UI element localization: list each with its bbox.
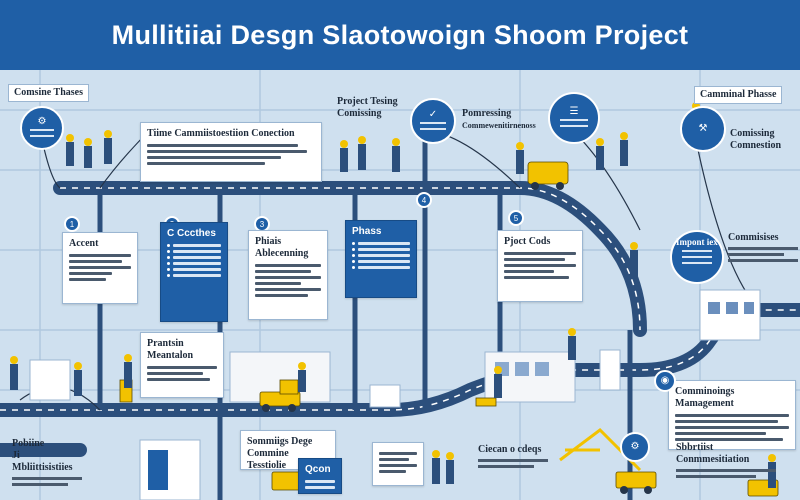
engineer-glyph: ⚒ (698, 123, 708, 134)
important-label: Impont iex (676, 236, 718, 249)
engineer-icon[interactable]: ⚒ (680, 106, 726, 152)
maintain-title: Meantalon (147, 350, 194, 361)
important-icon[interactable] (670, 230, 724, 284)
node-1[interactable]: 1 (64, 216, 80, 232)
commissing-label: Comissing (337, 108, 382, 119)
project-cons-card: Pjoct Cods (497, 230, 583, 302)
scheduled-card: Sommiigs Dege Commine Tesstiolie (240, 430, 336, 471)
clean-checks-block: Ciecan o cdeqs (478, 444, 548, 471)
premium-title: Prantsin (147, 338, 184, 349)
absencing-title: Ablecenning (255, 248, 309, 259)
commissions-management-card: Comminoings Mamagement (668, 380, 796, 450)
commissional-phase-tag: Camminal Phasse (694, 86, 783, 104)
project-testing-tag: Project Tesing Comissing (332, 94, 403, 122)
road-network (0, 70, 800, 500)
clean-checks-label: Ciecan o cdeqs (478, 444, 542, 455)
page-title: Mullitiiai Desgn Slaotowoign Shoom Proje… (111, 19, 689, 50)
accent-title: Accent (69, 238, 99, 249)
commissing-commission-label: Comissing Comnestion (730, 128, 782, 151)
problems-block: Pobiine Ji Mbliittisistiies (12, 438, 82, 489)
problems-label: Pobiine (12, 438, 45, 449)
phases2-title: Phass (352, 226, 382, 237)
scheduled-title: Sommiigs Dege (247, 436, 313, 447)
gear-icon[interactable]: ⚙ (20, 106, 64, 150)
check-glyph: ✓ (428, 109, 438, 120)
qa-title: Qcon (305, 464, 331, 475)
combine-phases-label: Comsine Thases (14, 87, 83, 98)
phases-card: Phiais Ablecenning (248, 230, 328, 320)
tool-icon[interactable]: ⚙ (620, 432, 650, 462)
management-glyph: ◉ (660, 375, 670, 386)
commissioning-sub-label: Commewenitirnenoss (462, 121, 536, 130)
commissioning-test-title: Commine Tesstiolie (247, 448, 289, 471)
performing-label: Pomressing (462, 108, 512, 119)
phases-title: Phiais (255, 236, 282, 247)
c-checks-card: C Cccthes (160, 222, 228, 322)
commissions-block: Commisises (728, 232, 798, 265)
performing-block: Pomressing Commewenitirnenoss (462, 108, 536, 132)
tool-glyph: ⚙ (630, 441, 640, 452)
node-4[interactable]: 4 (416, 192, 432, 208)
qa-card: Qcon (298, 458, 342, 494)
checklist-glyph: ☰ (569, 106, 579, 117)
commissions-label: Commisises (728, 232, 779, 243)
project-cons-title: Pjoct Cods (504, 236, 551, 247)
checklist-icon[interactable]: ☰ (548, 92, 600, 144)
small-note-card (372, 442, 424, 486)
infographic-canvas: Comsine Thases ⚙ Tiime Cammiistoestiion … (0, 70, 800, 500)
check-icon[interactable]: ✓ (410, 98, 456, 144)
commissions-management-title: Comminoings Mamagement (675, 386, 735, 409)
multilines-label: Ji Mbliittisistiies (12, 450, 73, 473)
combine-phases-tag: Comsine Thases (8, 84, 89, 102)
phases-blue-card: Phass (345, 220, 417, 298)
project-testing-label: Project Tesing (337, 96, 398, 107)
node-5[interactable]: 5 (508, 210, 524, 226)
subtitle-commission-block: Sbbrtiist Conmmesitiation (676, 442, 776, 481)
time-commissioning-title: Tiime Cammiistoestiion Conection (147, 128, 295, 139)
accent-card: Accent (62, 232, 138, 304)
header-banner: Mullitiiai Desgn Slaotowoign Shoom Proje… (0, 0, 800, 70)
premium-card: Prantsin Meantalon (140, 332, 224, 398)
commissioning-commission-block: Comissing Comnestion (730, 128, 800, 152)
important-text: Impont iex (676, 237, 718, 247)
subtitle-commission-label: Sbbrtiist Conmmesitiation (676, 442, 750, 465)
commissional-phase-label: Camminal Phasse (700, 89, 777, 100)
gear-glyph: ⚙ (37, 116, 47, 127)
management-node-icon[interactable]: ◉ (654, 370, 676, 392)
c-checks-title: C Cccthes (167, 228, 216, 239)
time-commissioning-card: Tiime Cammiistoestiion Conection (140, 122, 322, 182)
